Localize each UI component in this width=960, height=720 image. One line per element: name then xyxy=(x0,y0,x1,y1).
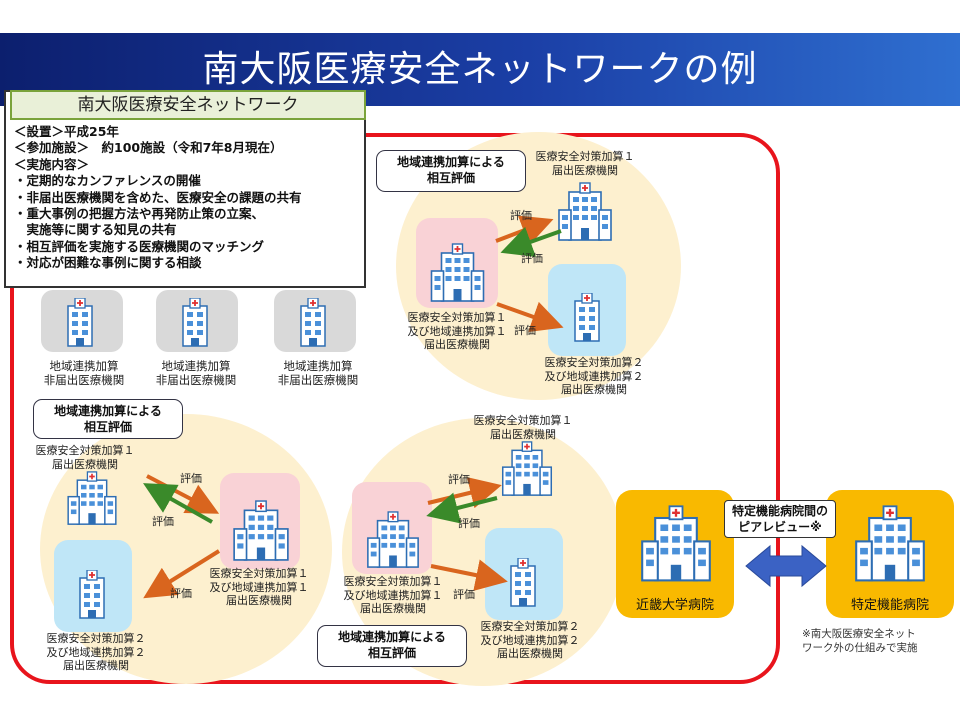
eval-box: 地域連携加算による相互評価 xyxy=(317,625,467,667)
eval-box: 地域連携加算による相互評価 xyxy=(376,150,526,192)
eval-label: 評価 xyxy=(180,472,202,485)
network-info-panel xyxy=(4,90,366,288)
eval-label: 評価 xyxy=(521,252,543,265)
footnote: ※南大阪医療安全ネットワーク外の仕組みで実施 xyxy=(802,628,918,654)
page-title: 南大阪医療安全ネットワークの例 xyxy=(202,49,758,90)
eval-arrow xyxy=(143,549,221,599)
eval-arrow xyxy=(143,483,213,524)
network-details: ＜設置＞平成25年 ＜参加施設＞ 約100施設（令和7年8月現在） ＜実施内容＞… xyxy=(14,124,302,271)
eval-label: 評価 xyxy=(448,473,470,486)
eval-label: 評価 xyxy=(514,324,536,337)
eval-label: 評価 xyxy=(453,588,475,601)
eval-arrow xyxy=(430,559,508,591)
facility-label: 地域連携加算非届出医療機関 xyxy=(277,359,359,387)
kindai-hospital-label: 近畿大学病院 xyxy=(635,598,714,613)
network-frame xyxy=(10,133,780,684)
peer-review-box: 特定機能病院間のピアレビュー※ xyxy=(724,500,836,538)
eval-arrow xyxy=(496,301,564,333)
eval-label: 評価 xyxy=(458,517,480,530)
eval-box: 地域連携加算による相互評価 xyxy=(33,399,183,439)
eval-arrow xyxy=(146,474,220,514)
facility-label: 地域連携加算非届出医療機関 xyxy=(43,359,125,387)
eval-label: 評価 xyxy=(510,209,532,222)
eval-arrow xyxy=(500,226,562,257)
facility-label: 地域連携加算非届出医療機関 xyxy=(155,359,237,387)
special-function-hospital-label: 特定機能病院 xyxy=(850,598,929,613)
network-header: 南大阪医療安全ネットワーク xyxy=(10,90,366,120)
eval-arrow xyxy=(426,492,498,524)
eval-label: 評価 xyxy=(170,587,192,600)
eval-label: 評価 xyxy=(152,515,174,528)
